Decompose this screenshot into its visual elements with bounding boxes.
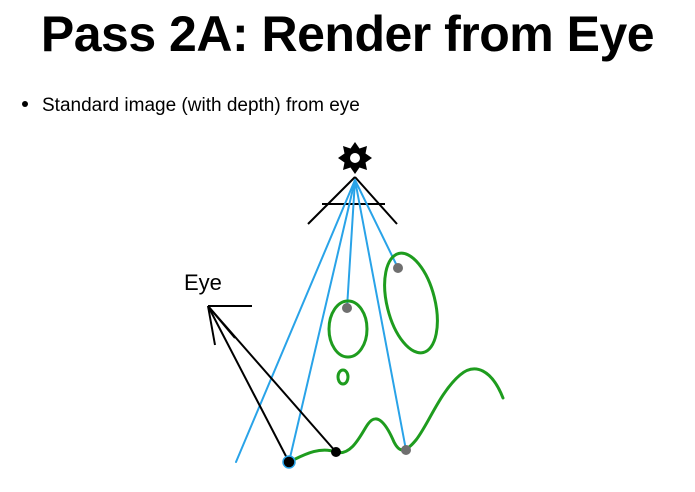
small-ellipse-surface — [327, 299, 369, 359]
light-hit-point — [401, 445, 411, 455]
light-rays — [235, 179, 407, 463]
light-ray — [346, 179, 356, 309]
scene-geometry — [287, 251, 505, 464]
bullet-text: Standard image (with depth) from eye — [42, 95, 360, 116]
eye-hit-point — [282, 455, 296, 469]
tiny-ellipse-surface — [336, 368, 350, 386]
eye-frustum — [207, 305, 252, 346]
light-hit-points — [342, 263, 411, 455]
light-hit-point — [342, 303, 352, 313]
light-hit-point — [393, 263, 403, 273]
eye-rays — [207, 305, 337, 463]
slide-title: Pass 2A: Render from Eye — [40, 6, 655, 62]
bullet-item: Standard image (with depth) from eye — [22, 94, 360, 118]
eye-ray — [207, 305, 290, 463]
light-ray — [354, 179, 407, 451]
eye-label: Eye — [184, 270, 222, 295]
light-ray — [288, 179, 356, 463]
light-ray — [235, 179, 356, 463]
light-ray — [354, 179, 399, 269]
ground-curve-surface — [287, 367, 505, 464]
tilted-ellipse-surface — [383, 251, 439, 355]
eye-ray — [207, 305, 337, 453]
light-source-icon — [338, 142, 372, 174]
eye-hit-point — [331, 447, 341, 457]
eye-hit-points — [282, 447, 341, 469]
bullet-dot — [22, 100, 28, 107]
